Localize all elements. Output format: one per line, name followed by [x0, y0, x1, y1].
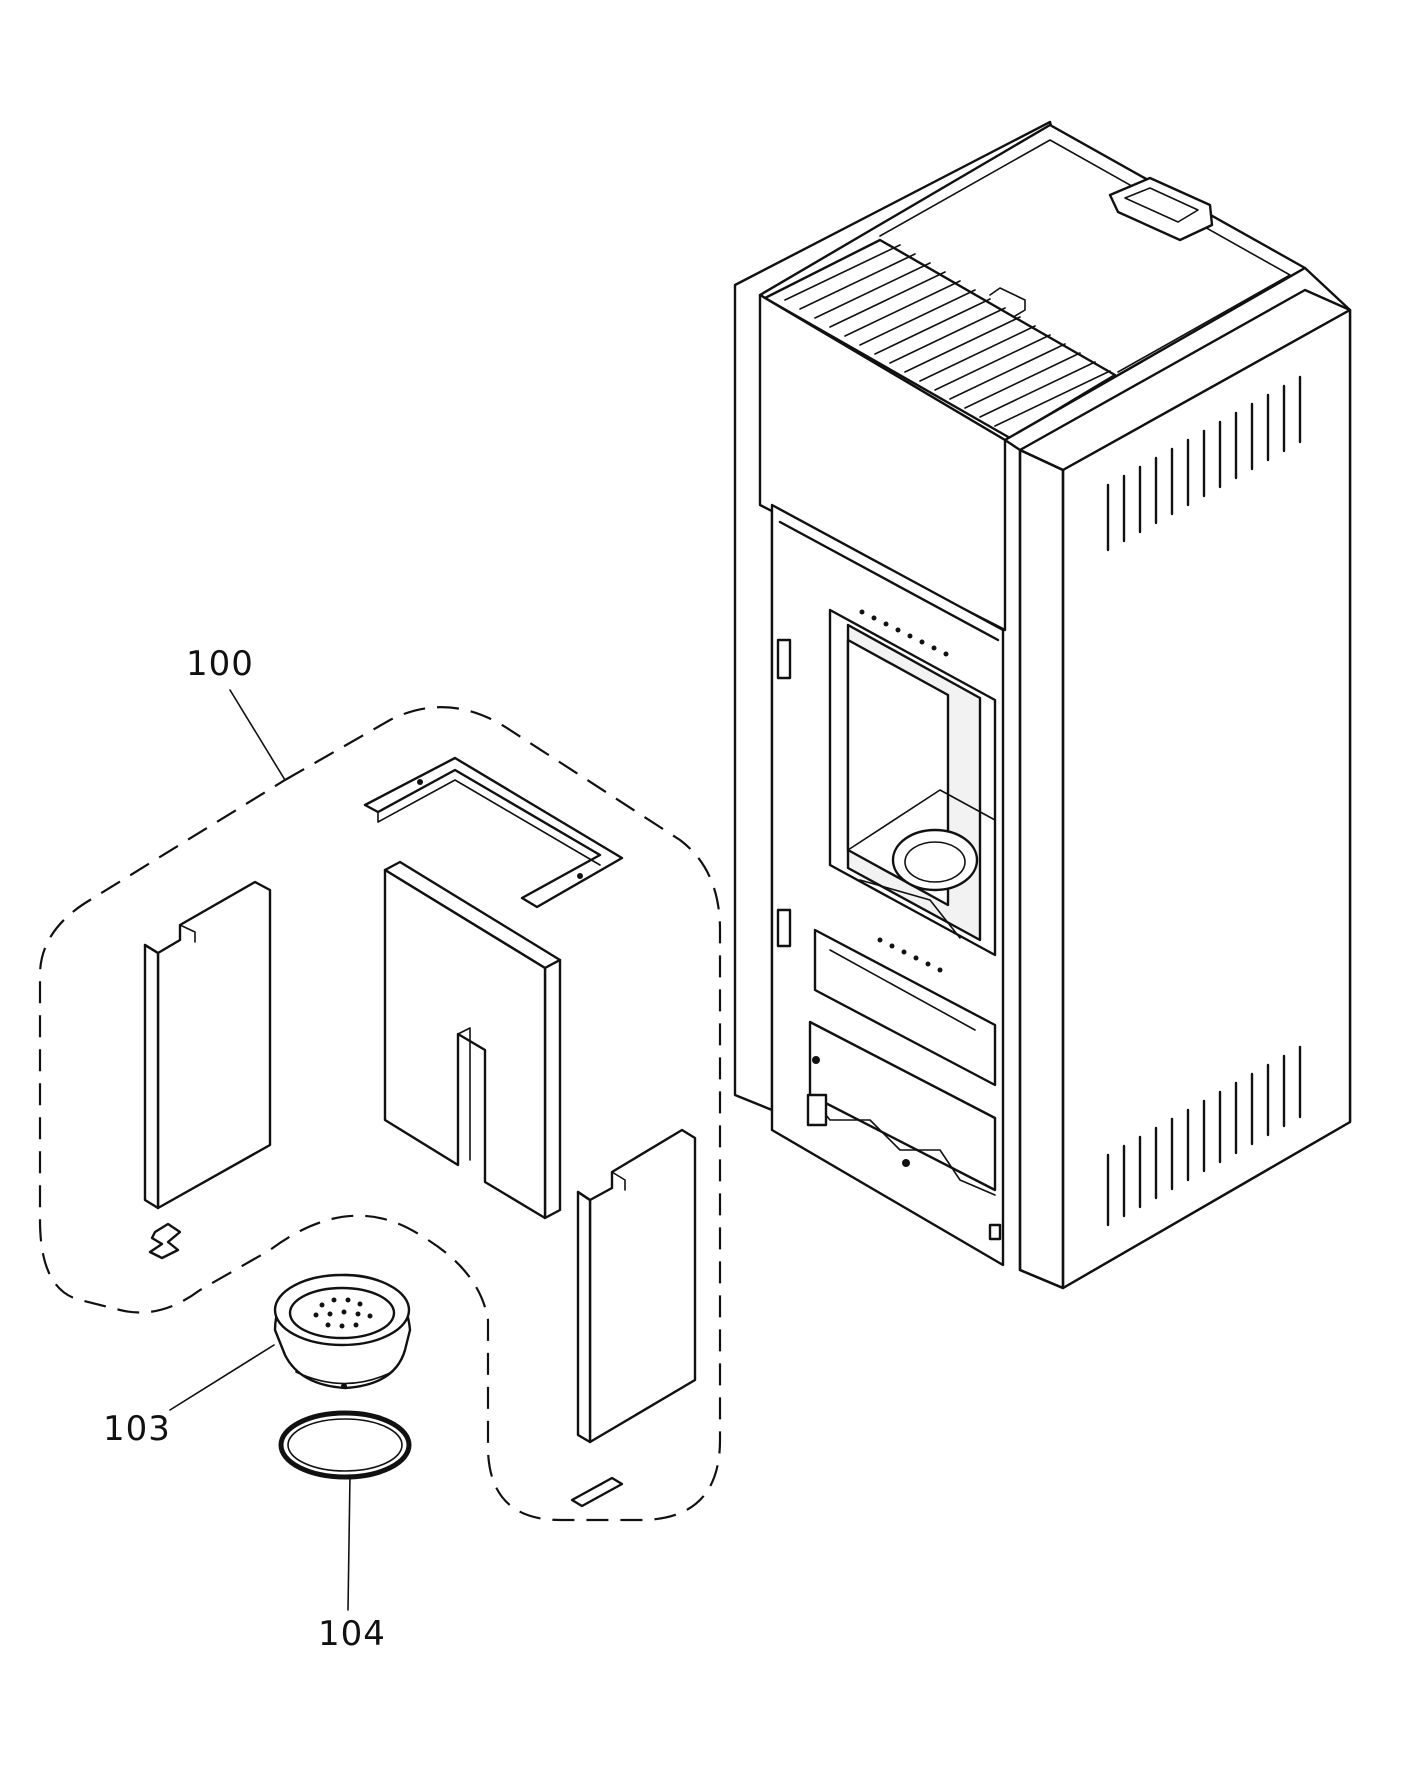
air-holes-top [859, 609, 949, 657]
callout-100: 100 [186, 644, 254, 684]
burn-pot-103 [273, 1273, 412, 1390]
side-vents-upper [1106, 375, 1302, 552]
left-side-lining [143, 880, 272, 1210]
air-holes-bottom [877, 937, 943, 973]
right-side-lining [576, 1128, 697, 1444]
top-frame-part [363, 756, 624, 909]
stove-body [733, 120, 1352, 1290]
small-clip-right [570, 1476, 624, 1508]
gasket-ring-104 [278, 1410, 412, 1480]
leader-lines [169, 689, 351, 1611]
back-lining [383, 860, 562, 1220]
side-vents-lower [1106, 1045, 1302, 1227]
kit-100-boundary [38, 706, 722, 1522]
burn-pot-holes [313, 1297, 373, 1329]
callout-103: 103 [103, 1409, 171, 1449]
top-grille [784, 244, 1111, 427]
callout-104: 104 [318, 1614, 386, 1654]
small-clip-left [148, 1222, 182, 1260]
